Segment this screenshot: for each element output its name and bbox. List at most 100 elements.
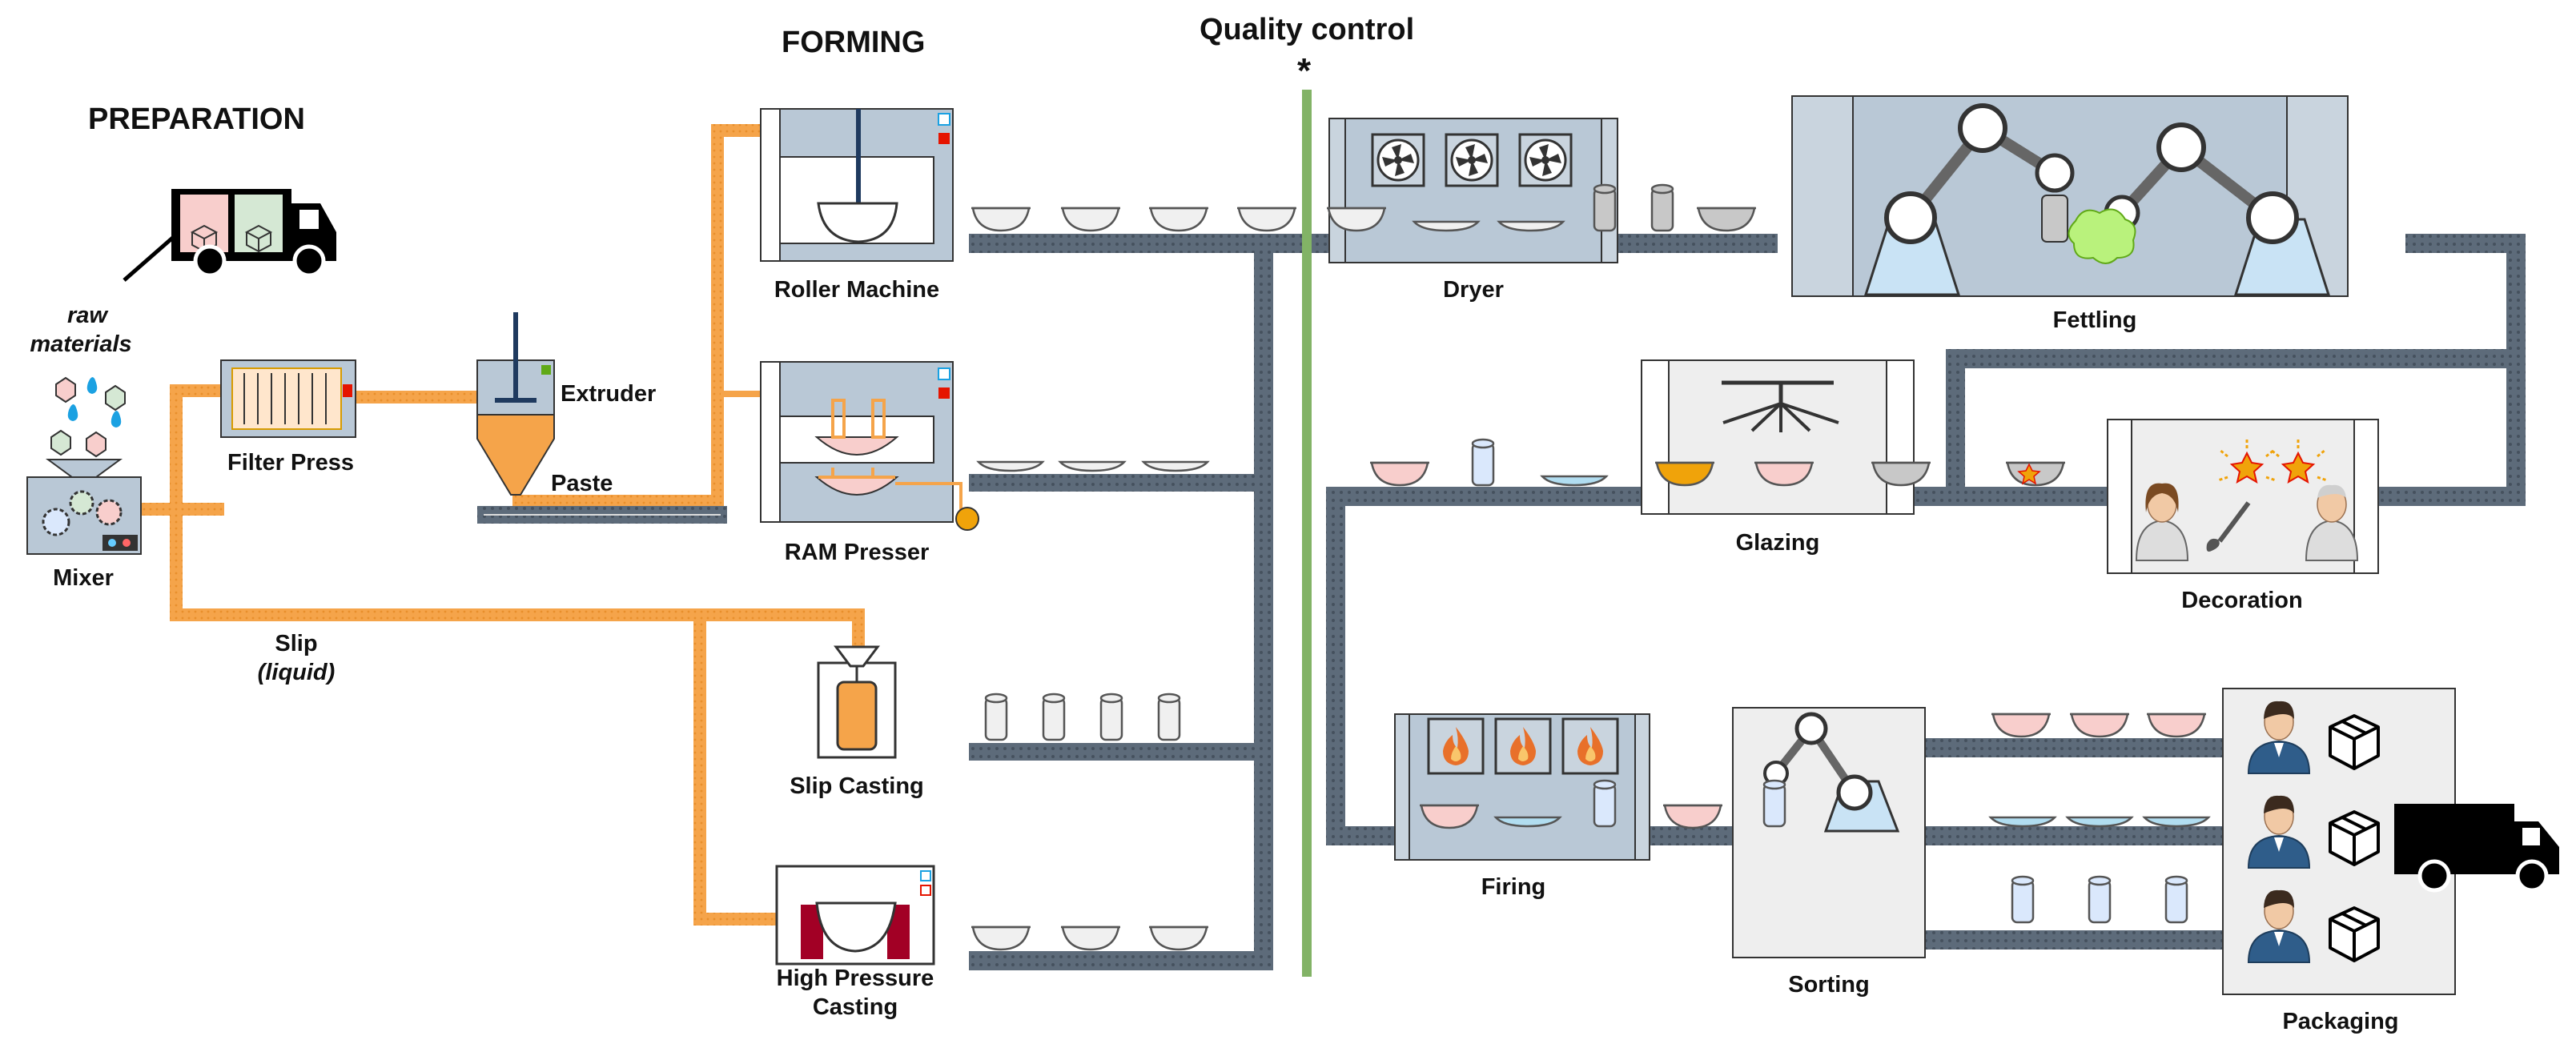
raw-materials-label-line1: raw xyxy=(67,303,107,328)
decoration-station xyxy=(2107,419,2379,574)
fan-icon xyxy=(1445,133,1499,187)
slip-casting-machine xyxy=(817,645,897,759)
paste-label: Paste xyxy=(551,471,613,496)
section-title-preparation: PREPARATION xyxy=(88,102,305,136)
conveyor-left-down xyxy=(1326,487,1345,845)
filter-to-extruder-pipe xyxy=(352,391,480,404)
cup-product xyxy=(1650,183,1674,232)
conveyor-ram xyxy=(969,474,1273,492)
bowl-product xyxy=(1059,207,1122,232)
ram-presser-machine xyxy=(760,361,979,531)
cup-product xyxy=(984,693,1008,741)
products xyxy=(970,183,2210,951)
bowl-product xyxy=(1662,804,1724,829)
slip-label: Slip xyxy=(275,631,318,656)
bowl-product xyxy=(1695,207,1758,232)
cup-product xyxy=(1762,779,1786,828)
high-pressure-casting-label-line2: Casting xyxy=(812,994,898,1020)
sorting-station xyxy=(1732,707,1926,958)
paste-pipe xyxy=(512,495,724,508)
bowl-product xyxy=(1147,925,1210,951)
gear-icon xyxy=(42,490,123,536)
slip-liquid-label: (liquid) xyxy=(257,660,336,685)
conveyor-right-down xyxy=(2506,234,2526,506)
cup-product xyxy=(1593,183,1617,232)
robot-arm-icon xyxy=(1763,712,1900,833)
firing-label: Firing xyxy=(1481,874,1546,900)
fettling-station xyxy=(1791,95,2349,297)
box-icon xyxy=(2329,906,2380,962)
packaging-label: Packaging xyxy=(2282,1009,2399,1034)
box-icon xyxy=(2329,810,2380,866)
mixer-machine xyxy=(26,459,142,555)
packaging-station xyxy=(2222,688,2559,995)
dryer-label: Dryer xyxy=(1443,277,1504,303)
filter-press-label: Filter Press xyxy=(227,450,354,476)
forming-machines xyxy=(760,108,979,966)
spray-nozzle-icon xyxy=(1722,380,1839,432)
bowl-product xyxy=(1368,461,1431,487)
plate-product xyxy=(1142,460,1209,472)
cup-product xyxy=(1471,438,1495,487)
hp-casting-feed xyxy=(693,913,783,925)
cup-product xyxy=(1042,693,1066,741)
section-title-quality-control: Quality control xyxy=(1200,13,1415,46)
star-icon xyxy=(2217,437,2277,484)
cup-product xyxy=(2164,875,2188,924)
robot-arm-icon xyxy=(2104,122,2331,296)
sorting-label: Sorting xyxy=(1788,972,1870,998)
truck-icon xyxy=(123,189,336,282)
plate-product xyxy=(1059,460,1126,472)
plate-product xyxy=(1541,475,1608,487)
roller-machine xyxy=(760,108,954,262)
flame-icon xyxy=(1427,717,1485,775)
high-pressure-casting-label-line1: High Pressure xyxy=(776,966,934,991)
section-title-forming: FORMING xyxy=(782,26,926,59)
slip-casting-feed xyxy=(852,608,865,648)
extruder-label: Extruder xyxy=(561,381,657,407)
plate-product xyxy=(2066,816,2133,828)
extruder-machine xyxy=(476,312,727,524)
mixer-label: Mixer xyxy=(53,565,114,591)
fan-icon xyxy=(1371,133,1425,187)
designer-icon xyxy=(2135,483,2189,561)
cup-product xyxy=(1157,693,1181,741)
slip-casting-label: Slip Casting xyxy=(790,773,924,799)
filter-press-machine xyxy=(220,359,356,438)
plate-product xyxy=(977,460,1044,472)
bowl-product xyxy=(2068,713,2131,738)
slip-main-pipe xyxy=(170,608,865,621)
bowl-product xyxy=(1236,207,1298,232)
conveyor-slip-casting xyxy=(969,743,1273,761)
high-pressure-casting-machine xyxy=(775,865,935,966)
flame-icon xyxy=(1494,717,1552,775)
hp-casting-down-pipe xyxy=(693,608,706,922)
bowl-product xyxy=(970,925,1032,951)
bowl-product xyxy=(1990,713,2052,738)
paintbrush-icon xyxy=(2206,501,2251,552)
decoration-label: Decoration xyxy=(2181,588,2303,613)
plate-product xyxy=(1989,816,2056,828)
raw-materials-label-line2: materials xyxy=(30,331,132,357)
plate-product xyxy=(2143,816,2210,828)
glazing-label: Glazing xyxy=(1735,530,1820,556)
bowl-product xyxy=(970,207,1032,232)
cup-product xyxy=(2088,875,2112,924)
mixer-riser-pipe xyxy=(170,384,183,508)
star-icon xyxy=(2017,463,2041,485)
conveyor-loop-top xyxy=(1946,349,2526,368)
star-icon xyxy=(2270,437,2328,484)
conveyor-pack-1 xyxy=(1904,738,2240,757)
box-icon xyxy=(2329,714,2380,770)
flame-icon xyxy=(1561,717,1619,775)
conveyor-pack-3 xyxy=(1904,930,2240,950)
preparation-area xyxy=(26,189,727,555)
quality-control-marker: * xyxy=(1297,51,1312,90)
cup-product xyxy=(2011,875,2035,924)
glazing-station xyxy=(1641,359,1915,515)
conveyor-loop-left xyxy=(1946,349,1965,506)
ram-presser-label: RAM Presser xyxy=(784,540,930,565)
bowl-product xyxy=(1059,925,1122,951)
